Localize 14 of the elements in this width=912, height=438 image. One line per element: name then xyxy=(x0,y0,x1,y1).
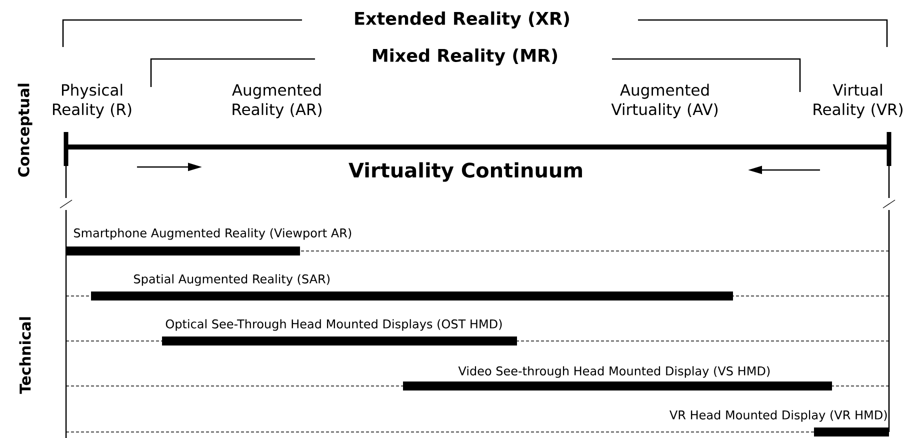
section-label: Technical xyxy=(19,317,31,394)
technology-label: Optical See-Through Head Mounted Displays (OST HMD) xyxy=(166,319,502,331)
continuum-title: Virtuality Continuum xyxy=(348,162,582,182)
technology-label: VR Head Mounted Display (VR HMD) xyxy=(670,410,887,422)
bracket-label: Extended Reality (XR) xyxy=(355,11,569,29)
bracket-label: Mixed Reality (MR) xyxy=(373,48,558,66)
continuum-point-label: Physical Reality (R) xyxy=(53,84,132,118)
technology-label: Smartphone Augmented Reality (Viewport AR) xyxy=(74,228,352,240)
technology-label: Video See-through Head Mounted Display (VS HMD) xyxy=(458,366,770,378)
technology-label: Spatial Augmented Reality (SAR) xyxy=(134,274,330,286)
continuum-point-label: Augmented Virtuality (AV) xyxy=(611,84,718,118)
continuum-point-label: Augmented Reality (AR) xyxy=(232,84,322,118)
section-label: Conceptual xyxy=(18,84,32,177)
continuum-point-label: Virtual Reality (VR) xyxy=(814,84,902,118)
